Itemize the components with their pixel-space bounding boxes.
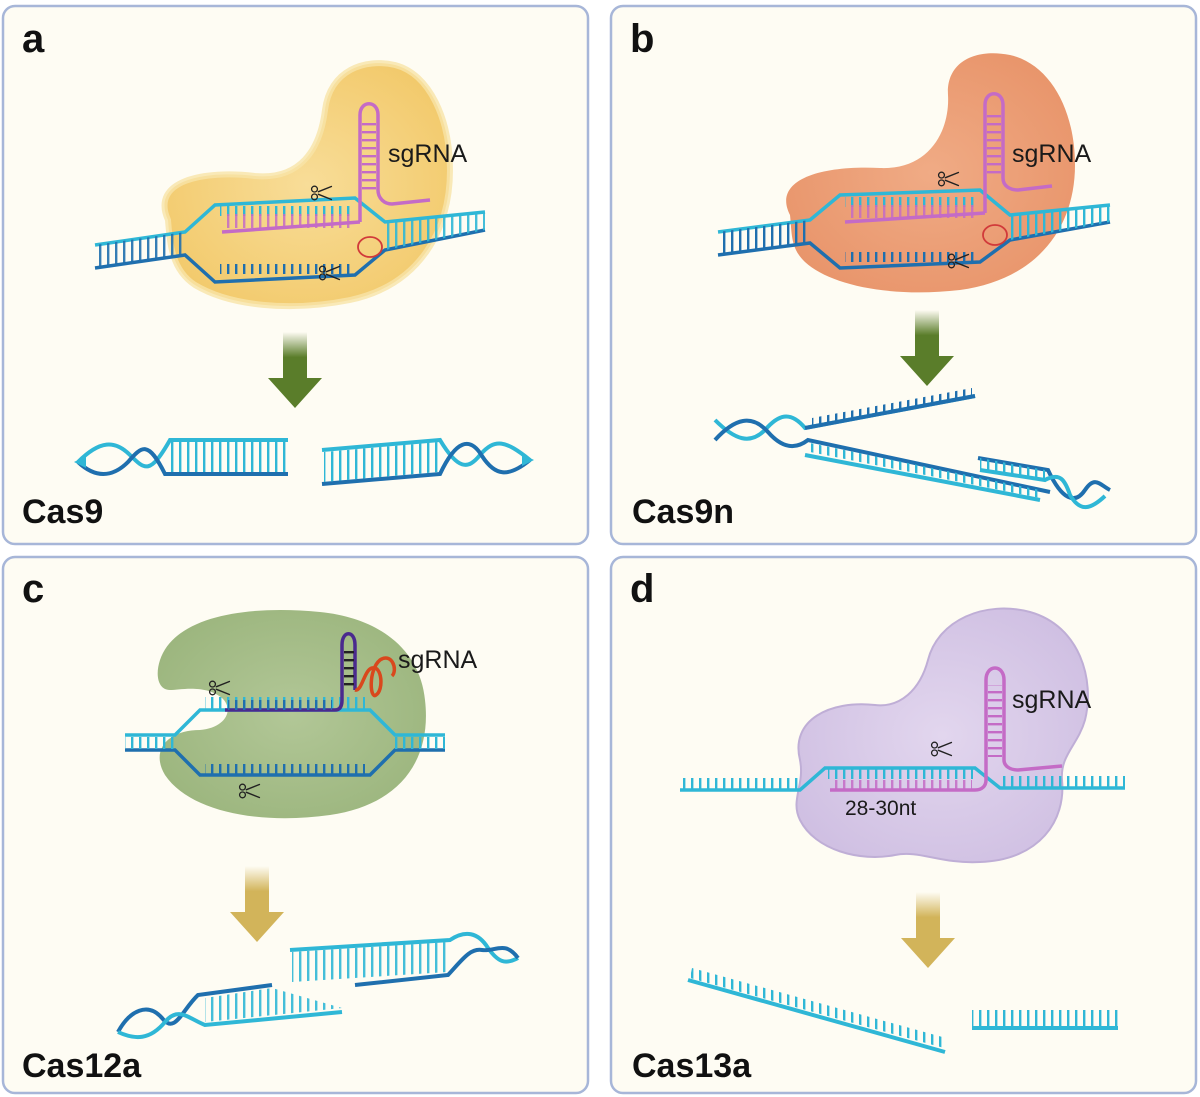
- panel-c-sgrna-label: sgRNA: [398, 646, 478, 674]
- panel-d: d sgRNA 28-30nt Cas13a: [609, 555, 1198, 1095]
- panel-c: c sgRNA: [1, 555, 590, 1095]
- panel-b-sgrna-label: sgRNA: [1012, 140, 1092, 168]
- panel-b: b sgRNA: [609, 4, 1198, 546]
- cas13a-products: [687, 968, 1118, 1054]
- panel-a-letter: a: [22, 17, 45, 61]
- panel-d-enzyme-name: Cas13a: [632, 1047, 752, 1085]
- panel-d-arrow: [901, 892, 955, 968]
- cas12a-products: [116, 931, 520, 1040]
- panel-d-spacer-label: 28-30nt: [845, 797, 916, 820]
- panel-a: a sgRNA: [1, 4, 590, 546]
- cas9n-products: [713, 388, 1111, 510]
- panel-d-sgrna-label: sgRNA: [1012, 686, 1092, 714]
- panel-c-letter: c: [22, 567, 44, 611]
- cas13a-rna: [680, 666, 1125, 792]
- cas9-products: [74, 437, 534, 486]
- panel-c-arrow: [230, 866, 284, 942]
- panel-b-enzyme-name: Cas9n: [632, 493, 734, 531]
- panel-a-sgrna-label: sgRNA: [388, 140, 468, 168]
- panel-c-enzyme-name: Cas12a: [22, 1047, 142, 1085]
- panel-b-arrow: [900, 310, 954, 386]
- panel-a-arrow: [268, 332, 322, 408]
- panel-d-letter: d: [630, 567, 654, 611]
- cas13a-protein: [795, 607, 1089, 864]
- cas9n-dna: [717, 92, 1111, 270]
- panel-b-letter: b: [630, 17, 654, 61]
- cas12a-dna: [125, 632, 445, 799]
- panel-a-enzyme-name: Cas9: [22, 493, 103, 531]
- cas9-dna: [94, 102, 486, 284]
